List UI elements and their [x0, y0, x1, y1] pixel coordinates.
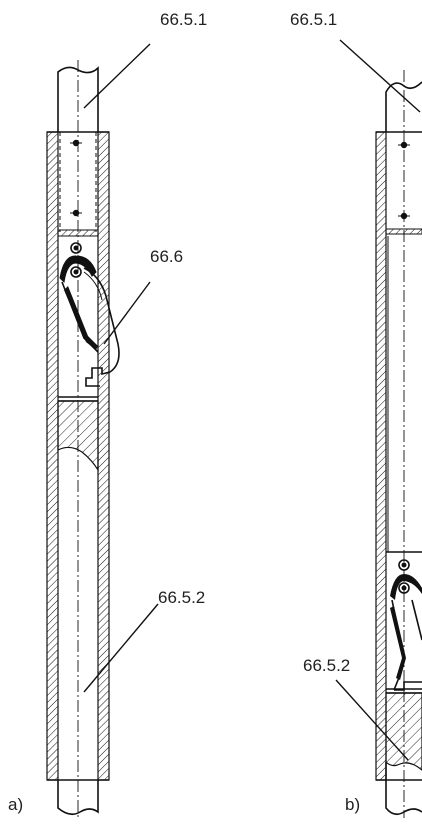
leader-line [335, 679, 409, 761]
leader-line [103, 281, 151, 345]
figure-a: 66.5.1 66.6 66.5.2 a) [8, 10, 207, 818]
figure-b: 66.5.1 66.5.2 b) [290, 10, 422, 818]
rivet-icon [70, 209, 82, 217]
label-66-5-2-a: 66.5.2 [158, 588, 205, 607]
subfigure-label-b: b) [345, 795, 360, 814]
label-66-5-1-b: 66.5.1 [290, 10, 337, 29]
leader-line [83, 43, 151, 109]
subfigure-label-a: a) [8, 795, 23, 814]
label-66-5-1-a: 66.5.1 [160, 10, 207, 29]
leader-line [83, 603, 159, 693]
label-66-5-2-b: 66.5.2 [303, 656, 350, 675]
rivet-icon [70, 139, 82, 147]
spring-latch-66-6 [59, 242, 120, 387]
label-66-6: 66.6 [150, 247, 183, 266]
spring-latch-b [386, 551, 422, 691]
leader-line [339, 39, 421, 113]
